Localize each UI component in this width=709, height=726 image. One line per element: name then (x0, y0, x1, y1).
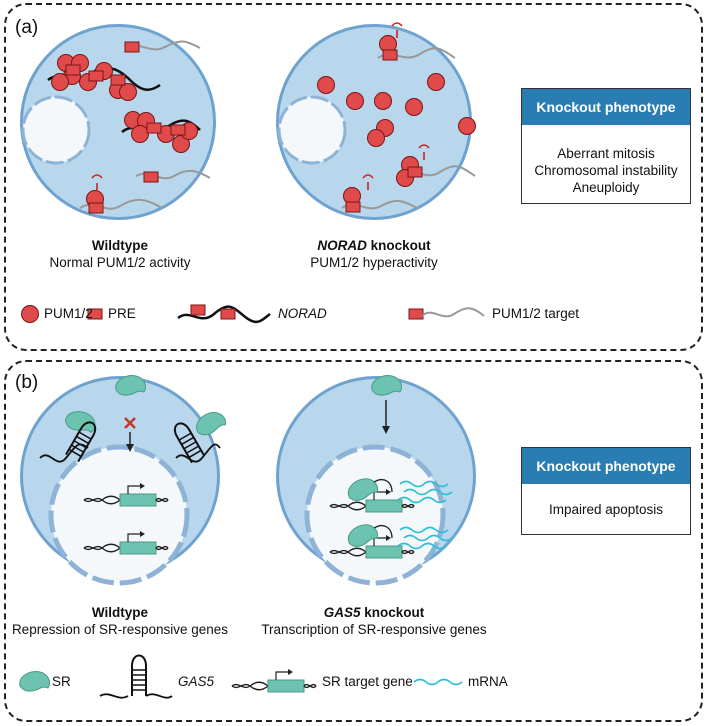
legend-pum-target: PUM1/2 target (492, 306, 580, 321)
knockout-subtitle-a: PUM1/2 hyperactivity (310, 255, 438, 270)
panel-a-label: (a) (15, 17, 39, 38)
panel-b: (b) (4, 360, 703, 722)
legend-pum: PUM1/2 (44, 306, 93, 321)
legend-sr: SR (52, 674, 71, 689)
knockout-caption-b: GAS5 knockout Transcription of SR-respon… (254, 604, 494, 638)
legend-mrna: mRNA (468, 674, 508, 689)
phenotype-box-b: Knockout phenotype Impaired apoptosis (521, 447, 691, 535)
phenotype-b-1: Impaired apoptosis (548, 502, 664, 517)
phenotype-a-3: Aneuploidy (572, 180, 640, 195)
knockout-word-b: knockout (360, 605, 425, 620)
wildtype-subtitle-a: Normal PUM1/2 activity (49, 255, 191, 270)
phenotype-a-2: Chromosomal instability (534, 163, 678, 178)
legend-sr-target-gene: SR target gene (322, 674, 413, 689)
legend-pre: PRE (108, 306, 136, 321)
phenotype-box-a: Knockout phenotype Aberrant mitosis Chro… (521, 88, 691, 204)
phenotype-a-1: Aberrant mitosis (557, 146, 655, 161)
legend-norad: NORAD (278, 306, 327, 321)
wildtype-title-a: Wildtype (91, 238, 149, 253)
phenotype-header-a: Knockout phenotype (522, 89, 690, 125)
wildtype-caption-a: Wildtype Normal PUM1/2 activity (0, 237, 240, 271)
legend-gas5: GAS5 (178, 674, 215, 689)
knockout-subtitle-b: Transcription of SR-responsive genes (261, 622, 487, 637)
phenotype-header-b: Knockout phenotype (522, 448, 690, 484)
wildtype-subtitle-b: Repression of SR-responsive genes (11, 622, 229, 637)
panel-a: (a) (4, 3, 703, 351)
norad-gene-name: NORAD (317, 238, 367, 253)
knockout-word-a: knockout (366, 238, 431, 253)
wildtype-caption-b: Wildtype Repression of SR-responsive gen… (0, 604, 240, 638)
panel-b-label: (b) (15, 372, 39, 393)
knockout-caption-a: NORAD knockout PUM1/2 hyperactivity (254, 237, 494, 271)
nucleus-a-ko (277, 95, 347, 165)
gas5-gene-name: GAS5 (323, 605, 361, 620)
nucleus-a-wt (21, 95, 91, 165)
panel-a-drawing (21, 22, 485, 324)
wildtype-title-b: Wildtype (91, 605, 149, 620)
